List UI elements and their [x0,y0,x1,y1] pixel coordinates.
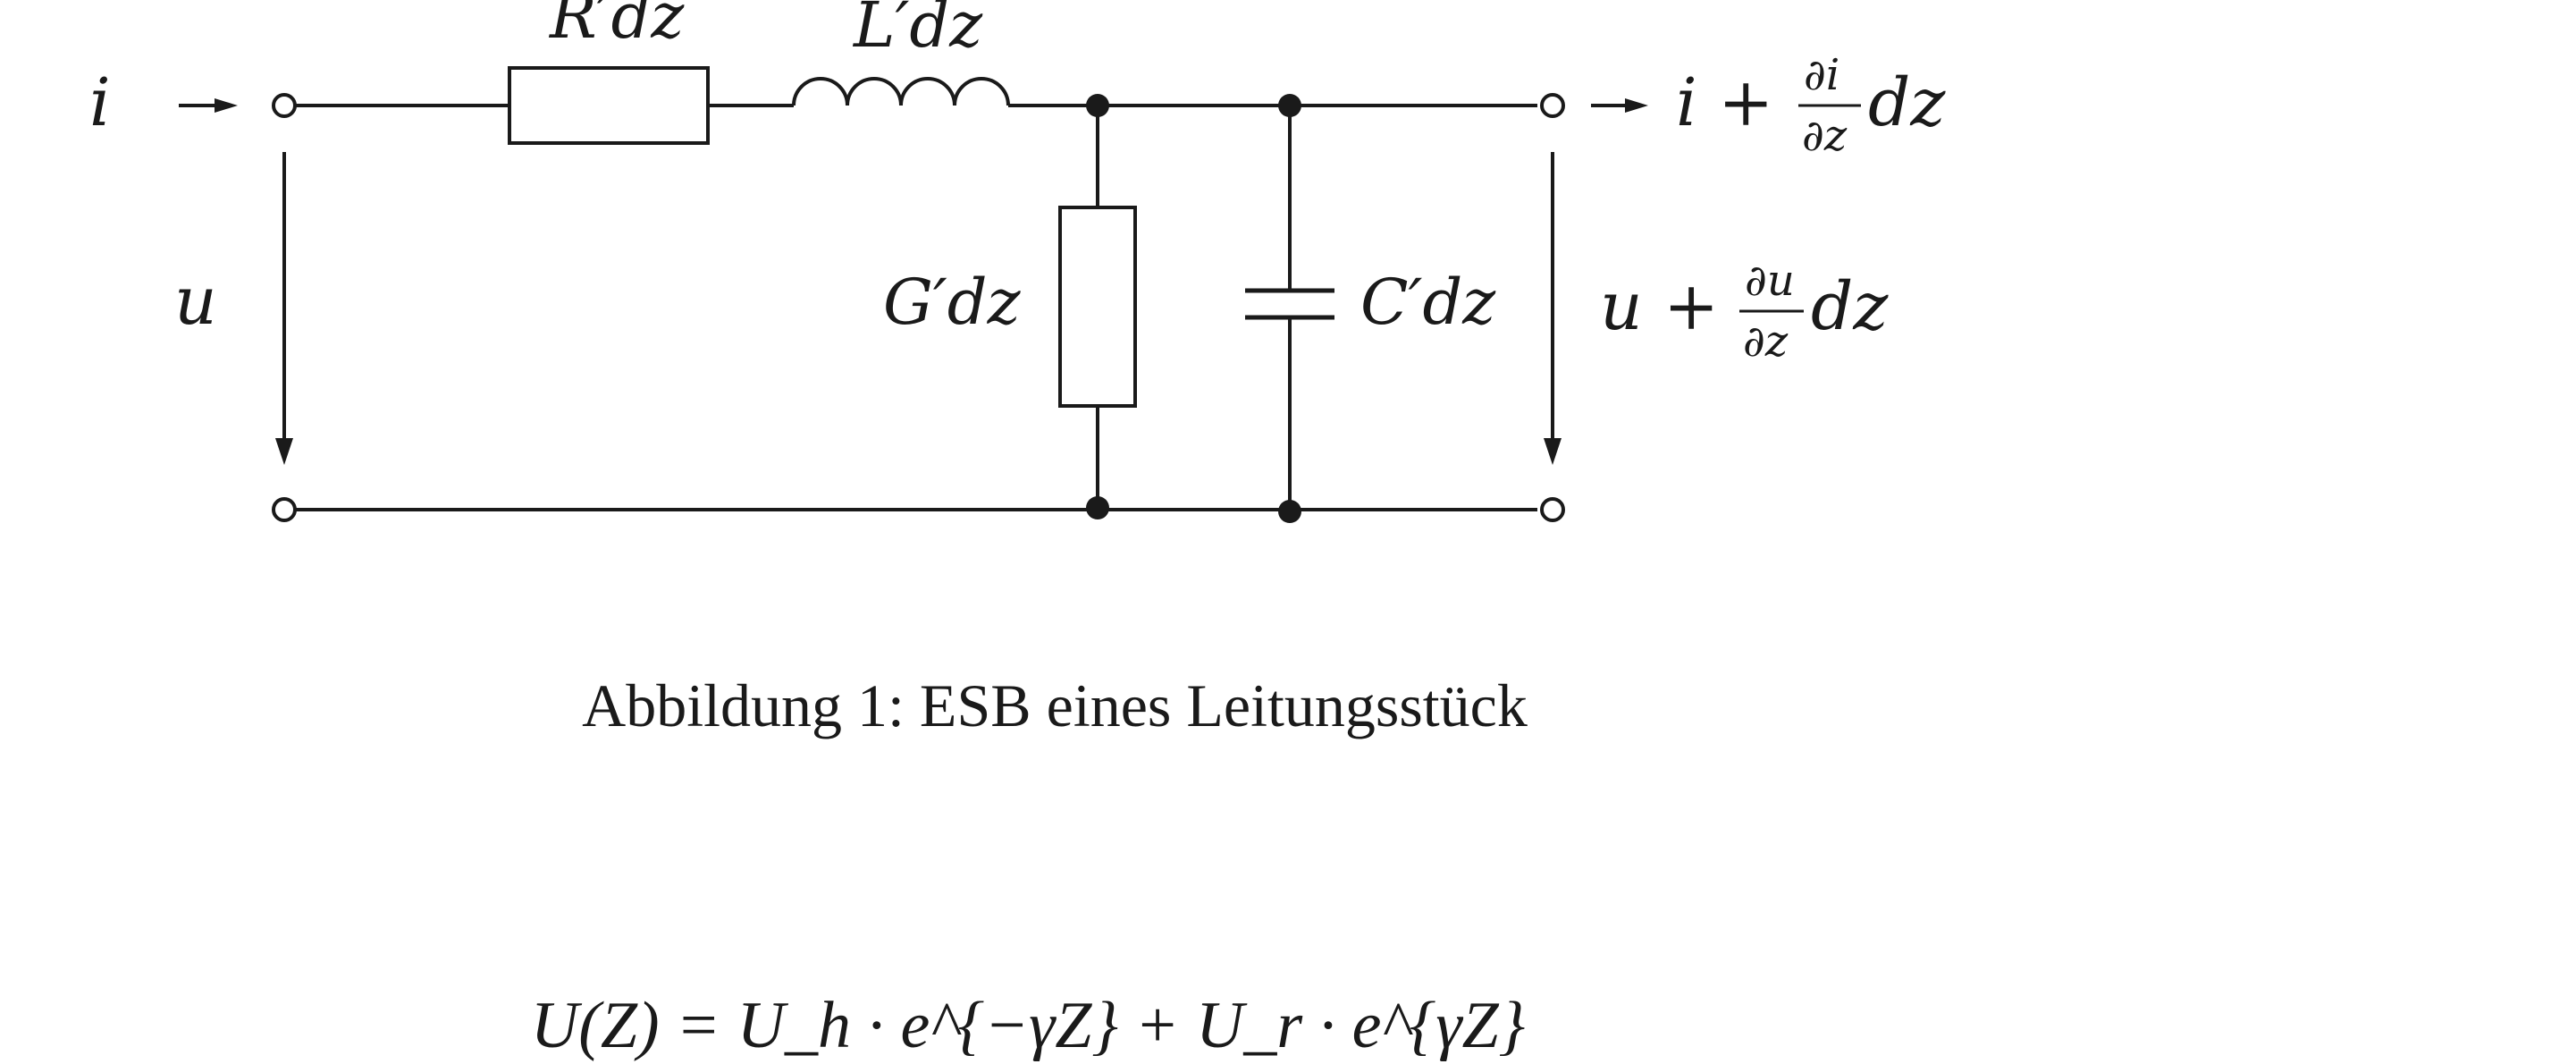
terminal-in-top [272,93,297,118]
current-in-label: i [89,64,111,141]
voltage-out-tail: dz [1811,268,1889,345]
equation-text: U(Z) = U_h · e^{−γZ} + U_r · e^{γZ} [530,989,1526,1062]
voltage-out-label: u + [1600,268,1719,345]
arrowhead [1544,438,1562,465]
conductance-g [1058,206,1137,408]
figure-caption: Abbildung 1: ESB eines Leitungsstück [582,671,1528,739]
equation: U(Z) = U_h · e^{−γZ} + U_r · e^{γZ} [0,988,2056,1064]
terminal-out-top [1540,93,1565,118]
inductor-label: L′dz [852,0,983,62]
current-out-numerator: ∂i [1804,50,1839,100]
junction-dot [1086,496,1109,519]
voltage-in-label: u [174,263,217,340]
junction-dot [1278,94,1301,117]
arrowhead [1625,98,1648,113]
arrowhead [215,98,238,113]
voltage-out-numerator: ∂u [1745,256,1795,306]
capacitor-label: C′dz [1360,266,1496,339]
junction-dot [1086,94,1109,117]
conductance-label: G′dz [883,266,1022,339]
voltage-out-denominator: ∂z [1743,317,1789,367]
current-out-tail: dz [1868,64,1946,141]
current-out-denominator: ∂z [1802,111,1848,161]
current-out-label: i + [1676,64,1773,141]
inductor-l [792,77,1010,106]
resistor-r [508,66,710,145]
arrowhead [275,438,293,465]
terminal-in-bottom [272,497,297,522]
junction-dot [1278,500,1301,523]
resistor-label: R′dz [548,0,685,53]
terminal-out-bottom [1540,497,1565,522]
